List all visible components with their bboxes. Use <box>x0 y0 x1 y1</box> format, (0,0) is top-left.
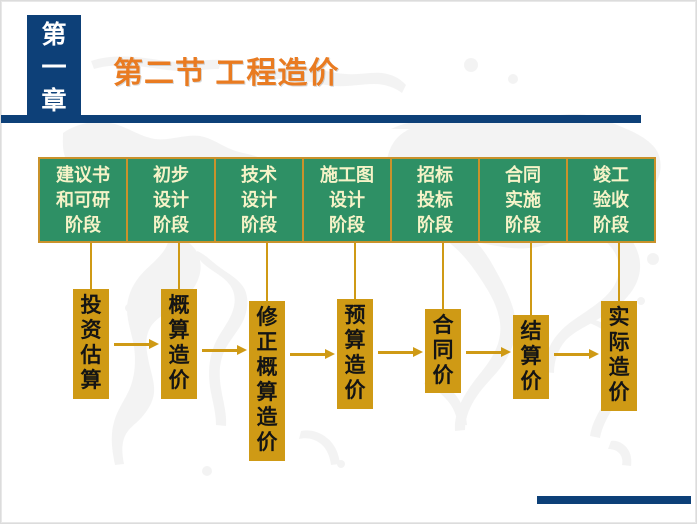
flow-arrow-4 <box>378 347 423 357</box>
cost-5-char-3: 价 <box>432 364 454 387</box>
cost-1-char-2: 资 <box>80 319 102 342</box>
cost-4-char-1: 预 <box>344 304 366 327</box>
cost-4-char-3: 造 <box>344 354 366 377</box>
stage-6-line-2: 实施 <box>505 190 541 210</box>
stage-cell-7: 竣工 验收 阶段 <box>568 159 654 241</box>
header-divider <box>1 115 641 123</box>
stage-7-line-3: 阶段 <box>593 215 629 235</box>
flow-arrow-2 <box>202 345 247 355</box>
stage-5-line-1: 招标 <box>417 165 453 185</box>
chapter-tab: 第 一 章 <box>27 15 81 121</box>
cost-5-char-2: 同 <box>432 339 454 362</box>
stage-2-line-3: 阶段 <box>153 215 189 235</box>
stage-5-line-2: 投标 <box>417 190 453 210</box>
connector-line-5 <box>442 243 444 309</box>
stage-cell-2: 初步 设计 阶段 <box>128 159 216 241</box>
cost-4-char-4: 价 <box>344 379 366 402</box>
flow-arrow-6 <box>554 349 599 359</box>
cost-7-char-1: 实 <box>608 306 630 329</box>
cost-1-char-4: 算 <box>80 369 102 392</box>
stage-6-line-1: 合同 <box>505 165 541 185</box>
page-title: 第二节 工程造价 <box>113 57 340 90</box>
cost-2-char-1: 概 <box>168 294 190 317</box>
stage-cell-3: 技术 设计 阶段 <box>216 159 304 241</box>
cost-2-char-4: 价 <box>168 369 190 392</box>
cost-3-char-1: 修 <box>256 306 278 329</box>
cost-7-char-2: 际 <box>608 331 630 354</box>
cost-2-char-2: 算 <box>168 319 190 342</box>
stage-cell-5: 招标 投标 阶段 <box>392 159 480 241</box>
cost-1-char-3: 估 <box>80 344 102 367</box>
cost-box-4: 预 算 造 价 <box>337 299 373 409</box>
cost-3-char-6: 价 <box>256 431 278 454</box>
stage-4-line-3: 阶段 <box>329 215 365 235</box>
stage-7-line-2: 验收 <box>593 190 629 210</box>
connector-line-3 <box>266 243 268 301</box>
stage-2-line-2: 设计 <box>153 190 189 210</box>
stage-4-line-2: 设计 <box>329 190 365 210</box>
cost-box-7: 实 际 造 价 <box>601 301 637 411</box>
stage-3-line-2: 设计 <box>241 190 277 210</box>
cost-4-char-2: 算 <box>344 329 366 352</box>
stage-2-line-1: 初步 <box>153 165 189 185</box>
stage-1-line-3: 阶段 <box>65 215 101 235</box>
stage-5-line-3: 阶段 <box>417 215 453 235</box>
connector-line-4 <box>354 243 356 299</box>
cost-box-1: 投 资 估 算 <box>73 289 109 399</box>
footer-divider <box>537 496 691 504</box>
stage-3-line-1: 技术 <box>241 165 277 185</box>
connector-line-7 <box>618 243 620 301</box>
connector-line-2 <box>178 243 180 289</box>
chapter-char-2: 一 <box>41 54 67 82</box>
stage-3-line-3: 阶段 <box>241 215 277 235</box>
connector-line-6 <box>530 243 532 315</box>
flow-arrow-3 <box>290 349 335 359</box>
stage-6-line-3: 阶段 <box>505 215 541 235</box>
stage-cell-4: 施工图 设计 阶段 <box>304 159 392 241</box>
stage-4-line-1: 施工图 <box>320 165 374 185</box>
flow-arrow-5 <box>466 347 511 357</box>
stage-cell-6: 合同 实施 阶段 <box>480 159 568 241</box>
cost-box-5: 合 同 价 <box>425 309 461 393</box>
cost-box-3: 修 正 概 算 造 价 <box>249 301 285 461</box>
cost-7-char-3: 造 <box>608 356 630 379</box>
cost-1-char-1: 投 <box>80 294 102 317</box>
cost-7-char-4: 价 <box>608 381 630 404</box>
stage-1-line-2: 和可研 <box>56 190 110 210</box>
cost-2-char-3: 造 <box>168 344 190 367</box>
cost-6-char-3: 价 <box>520 370 542 393</box>
connector-line-1 <box>90 243 92 289</box>
cost-3-char-2: 正 <box>256 331 278 354</box>
cost-box-6: 结 算 价 <box>513 315 549 399</box>
stage-1-line-1: 建议书 <box>56 165 110 185</box>
cost-5-char-1: 合 <box>432 314 454 337</box>
cost-3-char-4: 算 <box>256 381 278 404</box>
cost-6-char-2: 算 <box>520 345 542 368</box>
chapter-char-3: 章 <box>41 87 67 115</box>
cost-6-char-1: 结 <box>520 320 542 343</box>
cost-3-char-3: 概 <box>256 356 278 379</box>
cost-3-char-5: 造 <box>256 406 278 429</box>
cost-box-2: 概 算 造 价 <box>161 289 197 399</box>
stage-cell-1: 建议书 和可研 阶段 <box>40 159 128 241</box>
flow-arrow-1 <box>114 339 159 349</box>
stage-7-line-1: 竣工 <box>593 165 629 185</box>
chapter-char-1: 第 <box>41 21 67 49</box>
stage-row: 建议书 和可研 阶段 初步 设计 阶段 技术 设计 阶段 施工图 设计 阶段 招… <box>38 157 656 243</box>
